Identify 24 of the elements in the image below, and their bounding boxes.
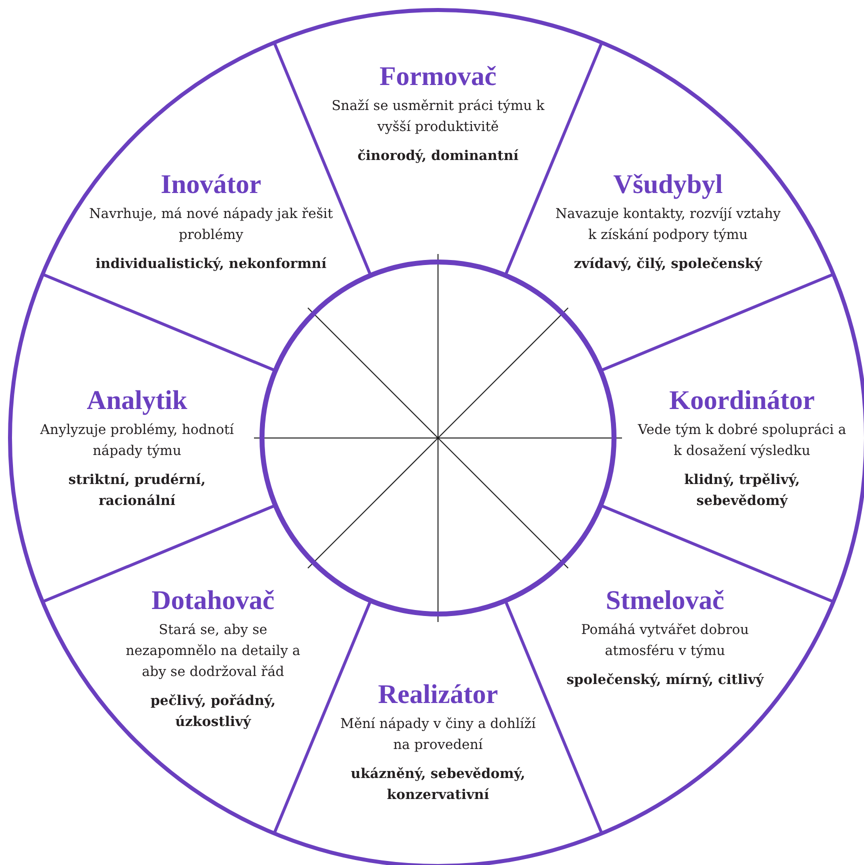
role-title: Analytik xyxy=(86,384,188,416)
role-description: Navrhuje, má nové nápady jak řešit problémy xyxy=(88,205,334,245)
role-traits: ukázněný, sebevědomý, konzervativní xyxy=(350,765,526,805)
role-title: Inovátor xyxy=(160,168,262,200)
role-description: Navazuje kontakty, rozvíjí vztahy k získání podpory týmu xyxy=(554,205,782,245)
role-description: Mění nápady v činy a dohlíží na provedení xyxy=(339,715,537,755)
role-title: Dotahovač xyxy=(150,584,276,616)
role-description: Stará se, aby se nezapomnělo na detaily a aby se dodržoval řád xyxy=(124,621,302,682)
role-traits: klidný, trpělivý, sebevědomý xyxy=(683,471,801,511)
role-traits: zvídavý, čilý, společenský xyxy=(572,255,764,274)
role-traits: individualistický, nekonformní xyxy=(94,255,328,274)
role-title: Koordinátor xyxy=(668,384,816,416)
role-description: Snaží se usměrnit práci týmu k vyšší produktivitě xyxy=(330,97,546,137)
role-description: Vede tým k dobré spolupráci a k dosažení výsledku xyxy=(637,421,847,461)
role-traits: striktní, prudérní, racionální xyxy=(67,471,207,511)
role-title: Formovač xyxy=(378,60,498,92)
role-description: Anylyzuje problémy, hodnotí nápady týmu xyxy=(39,421,235,461)
role-title: Stmelovač xyxy=(604,584,726,616)
role-traits: pečlivý, pořádný, úzkostlivý xyxy=(149,692,277,732)
role-title: Všudybyl xyxy=(612,168,724,200)
role-traits: činorodý, dominantní xyxy=(356,147,520,166)
role-description: Pomáhá vytvářet dobrou atmosféru v týmu xyxy=(580,621,750,661)
role-traits: společenský, mírný, citlivý xyxy=(565,671,765,690)
role-title: Realizátor xyxy=(377,678,499,710)
